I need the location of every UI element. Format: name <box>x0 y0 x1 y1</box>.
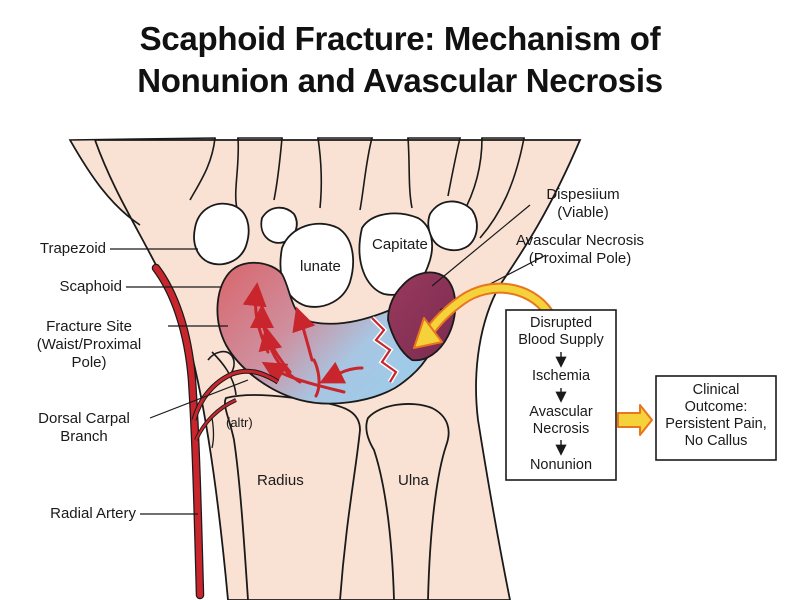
label-fracture-site: Fracture Site (Waist/Proximal Pole) <box>14 318 164 372</box>
label-fracture-site-l1: Fracture Site <box>46 318 132 335</box>
label-radial-artery: Radial Artery <box>50 505 136 522</box>
label-avascular-necrosis-pole: Avascular Necrosis (Proximal Pole) <box>500 232 660 268</box>
title-line-2: Nonunion and Avascular Necrosis <box>137 62 663 99</box>
label-fracture-site-l3: Pole) <box>71 354 107 371</box>
outcome-box <box>655 375 777 461</box>
ulna-bone <box>365 403 450 600</box>
label-dispesium: Dispesiium (Viable) <box>528 186 638 222</box>
label-ulna: Ulna <box>398 472 429 489</box>
forearm-bones <box>207 350 450 600</box>
pathway-step-nonunion: Nonunion <box>529 457 593 473</box>
label-dispesium-l2: (Viable) <box>557 204 609 221</box>
label-dorsal-carpal-branch: Dorsal Carpal Branch <box>24 410 144 446</box>
blood-flow-arrows <box>242 282 364 398</box>
title-line-1: Scaphoid Fracture: Mechanism of <box>139 20 661 57</box>
label-lunate: lunate <box>300 258 341 275</box>
label-scaphoid: Scaphoid <box>59 278 122 295</box>
page-title: Scaphoid Fracture: Mechanism of Nonunion… <box>0 18 800 102</box>
label-dorsal-carpal-l1: Dorsal Carpal <box>38 410 130 427</box>
disruption-arrow <box>413 282 554 349</box>
label-trapezoid: Trapezoid <box>39 240 106 257</box>
pathway-step3-l2: Necrosis <box>532 421 590 437</box>
label-altr: (altr) <box>226 415 253 430</box>
hamate-bone <box>427 200 478 252</box>
pathway-step-disrupted-blood-supply: Disrupted Blood Supply <box>506 315 616 349</box>
outcome-l2: Outcome: <box>684 399 748 415</box>
label-dorsal-carpal-l2: Branch <box>60 428 108 445</box>
pathway-step3-l1: Avascular <box>529 404 593 420</box>
pathway-step1-l2: Blood Supply <box>518 332 604 348</box>
pathway-step1-l1: Disrupted <box>529 315 593 331</box>
label-capitate: Capitate <box>372 236 428 253</box>
pathway-step-avascular-necrosis: Avascular Necrosis <box>506 404 616 438</box>
pathway-step-ischemia: Ischemia <box>531 368 591 384</box>
clinical-outcome-text: Clinical Outcome: Persistent Pain, No Ca… <box>656 382 776 450</box>
label-fracture-site-l2: (Waist/Proximal <box>36 336 142 353</box>
outcome-l3: Persistent Pain, <box>665 416 767 432</box>
trapezoid-bone <box>193 202 250 266</box>
label-avn-l2: (Proximal Pole) <box>528 250 632 267</box>
capitate-bone <box>358 212 433 296</box>
outcome-l4: No Callus <box>684 433 748 449</box>
radial-artery <box>151 263 280 600</box>
label-dispesium-l1: Dispesiium <box>546 186 620 203</box>
label-radius: Radius <box>257 472 304 489</box>
label-avn-l1: Avascular Necrosis <box>515 232 645 249</box>
metacarpal-shafts <box>69 137 525 239</box>
outcome-arrow <box>617 404 653 436</box>
outcome-l1: Clinical <box>692 382 740 398</box>
